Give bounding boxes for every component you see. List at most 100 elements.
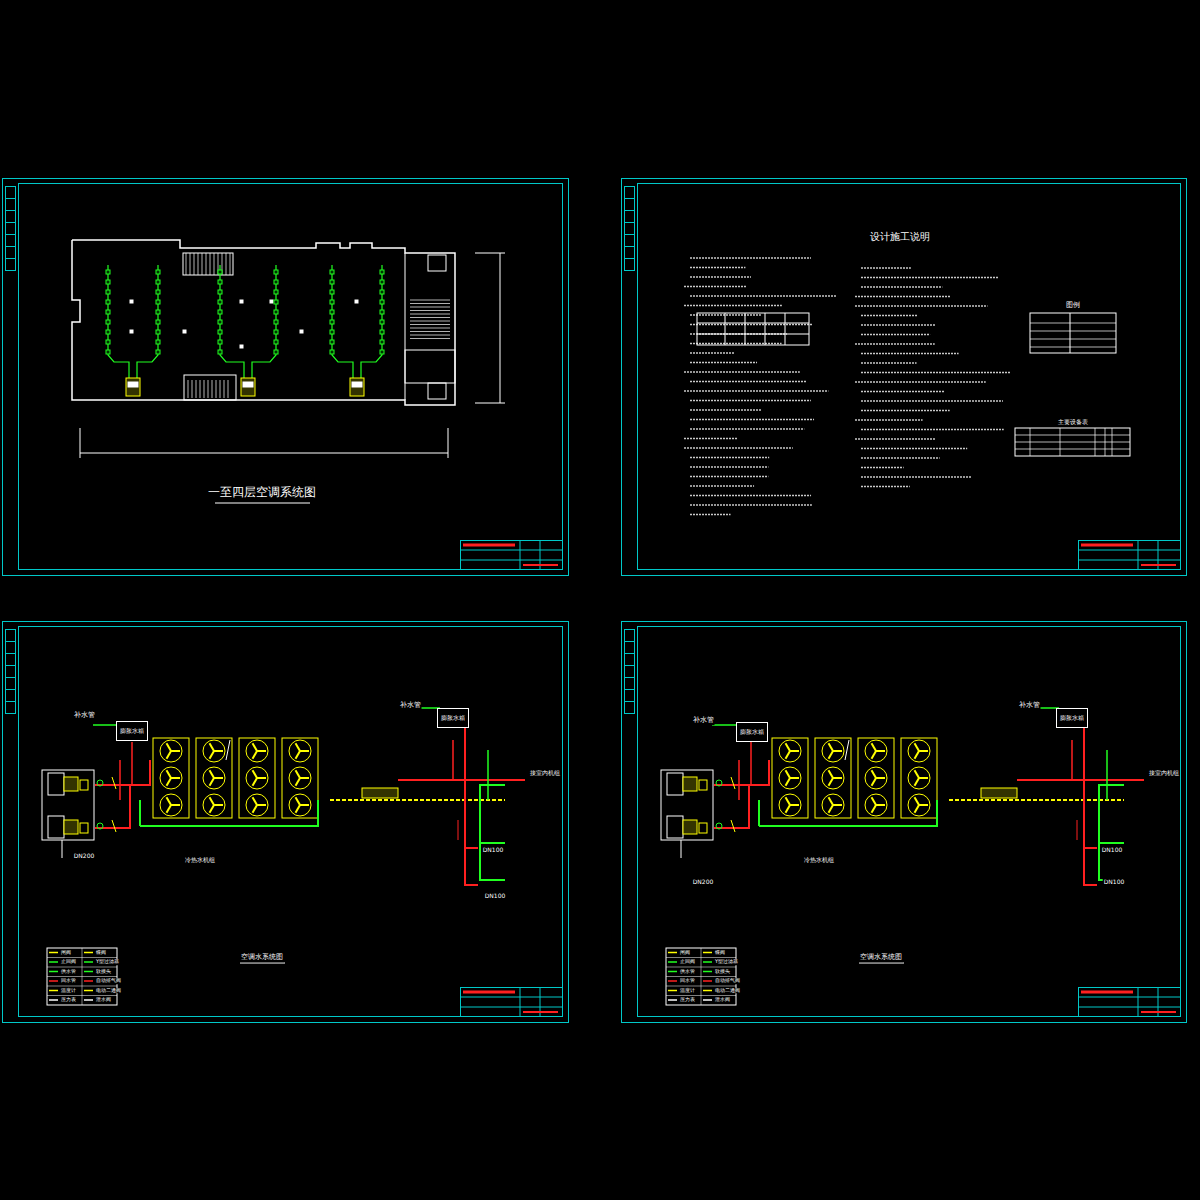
note-text-line xyxy=(684,390,828,392)
stair xyxy=(184,375,236,400)
fan-blade xyxy=(167,751,171,759)
heat-pump-unit xyxy=(901,738,937,818)
fan-coil xyxy=(380,270,384,274)
fan-blade xyxy=(257,750,266,752)
margin-cell xyxy=(6,642,16,654)
margin-cell xyxy=(625,199,635,211)
tank-label: 膨胀水箱 xyxy=(1060,715,1084,722)
fan-coil xyxy=(106,320,110,324)
fan-blade xyxy=(914,770,919,778)
fan-blade xyxy=(871,770,876,778)
return-pipe xyxy=(759,800,937,826)
fcu-pipe xyxy=(108,265,129,378)
fan-coil xyxy=(106,300,110,304)
fan-blade xyxy=(790,804,799,806)
fan-coil xyxy=(274,290,278,294)
margin-cell xyxy=(625,654,635,666)
fan-blade xyxy=(829,751,833,759)
pump-motor xyxy=(667,773,683,795)
legend-box xyxy=(666,948,736,1005)
fan-blade xyxy=(828,743,833,751)
valve-mark xyxy=(731,820,735,832)
return-pipe xyxy=(139,800,141,826)
dimension-line xyxy=(500,253,501,403)
margin-cell xyxy=(625,666,635,678)
legend-text: 温度计 xyxy=(679,988,696,994)
title-block xyxy=(461,541,563,570)
title-grid xyxy=(460,550,562,551)
gauge xyxy=(97,780,103,786)
margin-cell xyxy=(6,678,16,690)
note-text-line xyxy=(861,353,959,355)
note-text-line xyxy=(861,400,1003,402)
fan-coil xyxy=(218,300,222,304)
shaft xyxy=(428,383,446,399)
fan-coil xyxy=(274,330,278,334)
fan-coil xyxy=(330,300,334,304)
legend-sample xyxy=(668,971,677,973)
legend-text: 蝶阀 xyxy=(95,950,107,956)
return-pipe xyxy=(140,800,318,826)
title-red-bar xyxy=(1141,564,1176,566)
fan-coil xyxy=(218,290,222,294)
fan-coil xyxy=(330,290,334,294)
legend-text: 止回阀 xyxy=(60,959,77,965)
note-text-line xyxy=(684,438,738,440)
margin-cell xyxy=(6,702,16,714)
table-rule xyxy=(785,313,786,345)
column xyxy=(130,300,133,303)
fan-blade xyxy=(167,805,171,813)
legend-sample xyxy=(49,990,58,992)
margin-cell xyxy=(625,630,635,642)
fan-blade xyxy=(296,805,300,813)
sheet-frame xyxy=(3,179,569,576)
title-underline xyxy=(215,503,310,504)
heat-pump-unit xyxy=(815,738,851,818)
fan-blade xyxy=(829,805,833,813)
legend-text: 蝶阀 xyxy=(714,950,726,956)
fan-coil xyxy=(380,310,384,314)
margin-cell xyxy=(625,259,635,271)
valve-mark xyxy=(112,777,116,789)
table-rule xyxy=(1030,347,1116,348)
note-text-line xyxy=(690,514,731,516)
legend-box xyxy=(47,948,117,1005)
parameter-table xyxy=(697,313,809,345)
margin-cell xyxy=(625,223,635,235)
label-text: 一至四层空调系统图 xyxy=(207,486,317,499)
fan-coil xyxy=(106,340,110,344)
expansion-tank: 膨胀水箱 xyxy=(1056,708,1088,728)
fan xyxy=(289,740,311,762)
gauge xyxy=(716,823,722,829)
fan-blade xyxy=(210,751,214,759)
legend-sample xyxy=(703,990,712,992)
dimension-line xyxy=(80,453,448,454)
title-grid xyxy=(1078,560,1180,561)
margin-cell xyxy=(6,654,16,666)
note-text-line xyxy=(861,429,1004,431)
margin-cell xyxy=(625,690,635,702)
fan-coil xyxy=(380,340,384,344)
title-grid xyxy=(1138,987,1139,1016)
table-rule xyxy=(697,334,809,335)
label-text: 空调水系统图 xyxy=(859,954,903,962)
fan-coil xyxy=(218,320,222,324)
fan-blade xyxy=(828,797,833,805)
legend-text: 闸阀 xyxy=(60,950,72,956)
margin-cell xyxy=(6,666,16,678)
title-block xyxy=(461,988,563,1017)
fan-blade xyxy=(252,770,257,778)
column xyxy=(300,330,303,333)
return-riser xyxy=(1099,785,1124,880)
label-text: DN200 xyxy=(73,853,96,860)
outer-border xyxy=(3,179,569,576)
legend-text: 供水管 xyxy=(679,969,696,975)
note-text-line xyxy=(861,277,998,279)
title-red-bar xyxy=(523,1011,558,1013)
expansion-pipe xyxy=(452,740,454,780)
heat-pump-unit xyxy=(153,738,189,818)
bypass-pipe xyxy=(738,760,740,800)
fan xyxy=(160,767,182,789)
note-text-line xyxy=(690,324,813,326)
